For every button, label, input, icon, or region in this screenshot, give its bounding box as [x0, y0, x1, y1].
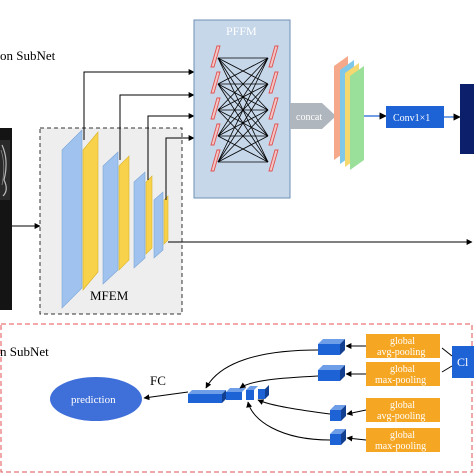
pffm-connection: [217, 57, 269, 111]
pooled-cube-2: [318, 365, 345, 381]
pooled-cube-3: [330, 405, 346, 421]
fc-feature-cubes: [188, 385, 269, 403]
mfem-block: MFEM: [39, 127, 183, 315]
concat-arrow: [290, 103, 336, 129]
svg-text:avg-pooling: avg-pooling: [377, 347, 425, 358]
pffm-node: [268, 97, 279, 120]
svg-text:avg-pooling: avg-pooling: [377, 411, 425, 422]
pffm-node: [268, 149, 279, 172]
concat-label: concat: [296, 112, 322, 123]
pooled-cube-1: [318, 339, 345, 355]
svg-text:global: global: [390, 400, 415, 411]
bottom-section-border: [0, 323, 473, 473]
pffm-connection: [217, 57, 269, 163]
concat-feature-stack: [334, 56, 364, 170]
pffm-label: PFFM: [226, 24, 257, 38]
pool-box-4: global max-pooling: [366, 428, 440, 452]
pffm-node: [210, 123, 221, 146]
svg-text:global: global: [390, 336, 415, 347]
pffm-node: [210, 149, 221, 172]
mfem-layer-1: [61, 129, 83, 309]
pool-box-3: global avg-pooling: [366, 398, 440, 422]
pffm-block: PFFM: [193, 19, 291, 199]
mfem-label: MFEM: [90, 288, 129, 303]
pffm-node: [268, 71, 279, 94]
input-image: [0, 128, 12, 310]
side-box: [452, 346, 474, 378]
pffm-connection: [217, 57, 269, 85]
cube-to-fc-arrows: [205, 349, 331, 441]
pffm-connection: [217, 109, 269, 163]
pool-box-2: global max-pooling: [366, 362, 440, 386]
feature-taps: [83, 69, 195, 200]
svg-text:max-pooling: max-pooling: [375, 441, 426, 452]
pool-to-cube-arrows: [345, 343, 367, 442]
bottom-subnet-label: n SubNet: [0, 344, 49, 359]
pffm-node: [210, 45, 221, 68]
pffm-node: [268, 123, 279, 146]
mfem-layer-2: [102, 151, 119, 285]
side-box-label: Cl: [457, 355, 469, 369]
svg-text:max-pooling: max-pooling: [375, 375, 426, 386]
pffm-connection: [217, 83, 269, 163]
pffm-node: [210, 71, 221, 94]
pool-box-1: global avg-pooling: [366, 334, 440, 358]
prediction-label: prediction: [71, 394, 116, 406]
pffm-connection: [217, 57, 269, 137]
conv-box: [386, 106, 444, 128]
mfem-layer-3: [133, 171, 146, 269]
svg-text:global: global: [390, 430, 415, 441]
conv-label: Conv1×1: [393, 113, 430, 124]
pffm-connection: [217, 135, 269, 163]
output-block: [460, 84, 474, 154]
pffm-node: [210, 97, 221, 120]
fc-arrow: [143, 391, 189, 401]
svg-text:global: global: [390, 364, 415, 375]
pffm-node: [268, 45, 279, 68]
mfem-layer-4: [153, 191, 164, 259]
pooled-cube-4: [330, 429, 346, 445]
top-subnet-label: on SubNet: [0, 48, 56, 63]
fc-label: FC: [150, 373, 166, 388]
prediction-node: [50, 377, 142, 421]
